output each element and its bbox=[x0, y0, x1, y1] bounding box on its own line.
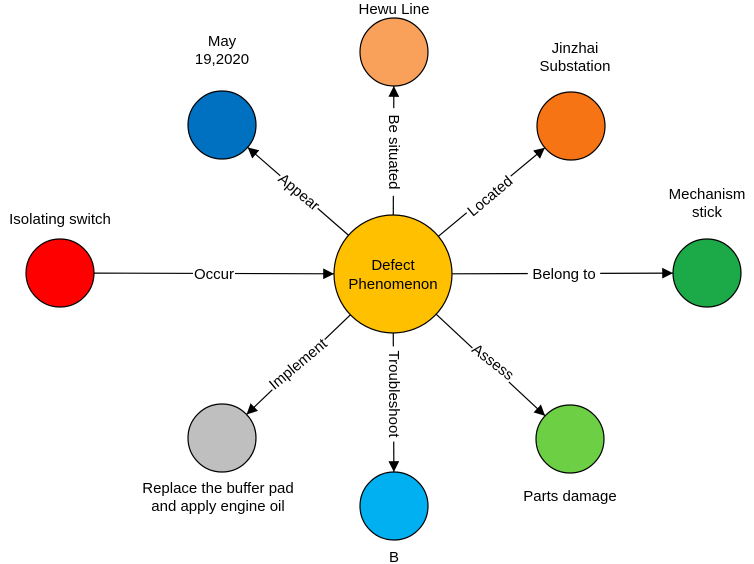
node-label-may-19-2020: 19,2020 bbox=[195, 51, 249, 68]
node-jinzhai-substation[interactable] bbox=[536, 91, 606, 161]
edge-label-isolating-switch: Occur bbox=[193, 264, 235, 284]
edge-label-bg bbox=[273, 168, 325, 216]
edge-label-text: Located bbox=[464, 173, 516, 220]
edge-label-jinzhai-substation: Located bbox=[461, 169, 519, 223]
node-replace-buffer-pad[interactable] bbox=[187, 403, 257, 473]
node-label-replace-buffer-pad: and apply engine oil bbox=[151, 498, 284, 515]
edge-label-text: Troubleshoot bbox=[385, 351, 402, 439]
edge-label-bg bbox=[467, 338, 519, 386]
node-b[interactable] bbox=[359, 471, 429, 541]
edge-label-bg bbox=[527, 264, 601, 284]
node-parts-damage[interactable] bbox=[535, 404, 605, 474]
edge-label-bg bbox=[193, 264, 235, 284]
edge-label-replace-buffer-pad: Implement bbox=[263, 333, 333, 395]
node-label-replace-buffer-pad: Replace the buffer pad bbox=[142, 480, 294, 497]
edge-label-text: Occur bbox=[194, 266, 234, 283]
edge-label-bg bbox=[461, 169, 519, 223]
node-label-may-19-2020: May bbox=[208, 33, 237, 50]
node-mechanism-stick[interactable] bbox=[672, 238, 742, 308]
edge-label-text: Belong to bbox=[532, 266, 595, 283]
node-label-b: B bbox=[389, 549, 399, 564]
node-may-19-2020[interactable] bbox=[187, 90, 257, 160]
edge-label-may-19-2020: Appear bbox=[273, 168, 325, 216]
nodes-layer: Hewu LineJinzhaiSubstationMechanismstick… bbox=[9, 1, 745, 564]
node-label-mechanism-stick: Mechanism bbox=[669, 186, 746, 203]
node-label-parts-damage: Parts damage bbox=[523, 488, 616, 505]
node-label-jinzhai-substation: Jinzhai bbox=[552, 40, 599, 57]
edge-label-bg bbox=[384, 346, 404, 442]
center-label: Defect bbox=[371, 257, 415, 274]
edge-label-bg bbox=[384, 108, 404, 196]
edge-label-mechanism-stick: Belong to bbox=[527, 264, 601, 284]
edge-label-parts-damage: Assess bbox=[467, 338, 519, 386]
edge-label-text: Appear bbox=[275, 170, 323, 214]
node-hewu-line[interactable] bbox=[359, 17, 429, 87]
edge-label-b: Troubleshoot bbox=[384, 346, 404, 442]
node-label-hewu-line: Hewu Line bbox=[359, 1, 430, 18]
node-label-jinzhai-substation: Substation bbox=[540, 58, 611, 75]
node-defect-phenomenon[interactable] bbox=[333, 214, 453, 334]
edge-label-text: Be situated bbox=[385, 114, 402, 189]
node-label-mechanism-stick: stick bbox=[692, 204, 723, 221]
node-isolating-switch[interactable] bbox=[25, 238, 95, 308]
center-label: Phenomenon bbox=[348, 276, 437, 293]
edge-label-bg bbox=[263, 333, 333, 395]
edge-label-text: Implement bbox=[266, 335, 331, 394]
node-label-isolating-switch: Isolating switch bbox=[9, 211, 111, 228]
edge-label-hewu-line: Be situated bbox=[384, 108, 404, 196]
